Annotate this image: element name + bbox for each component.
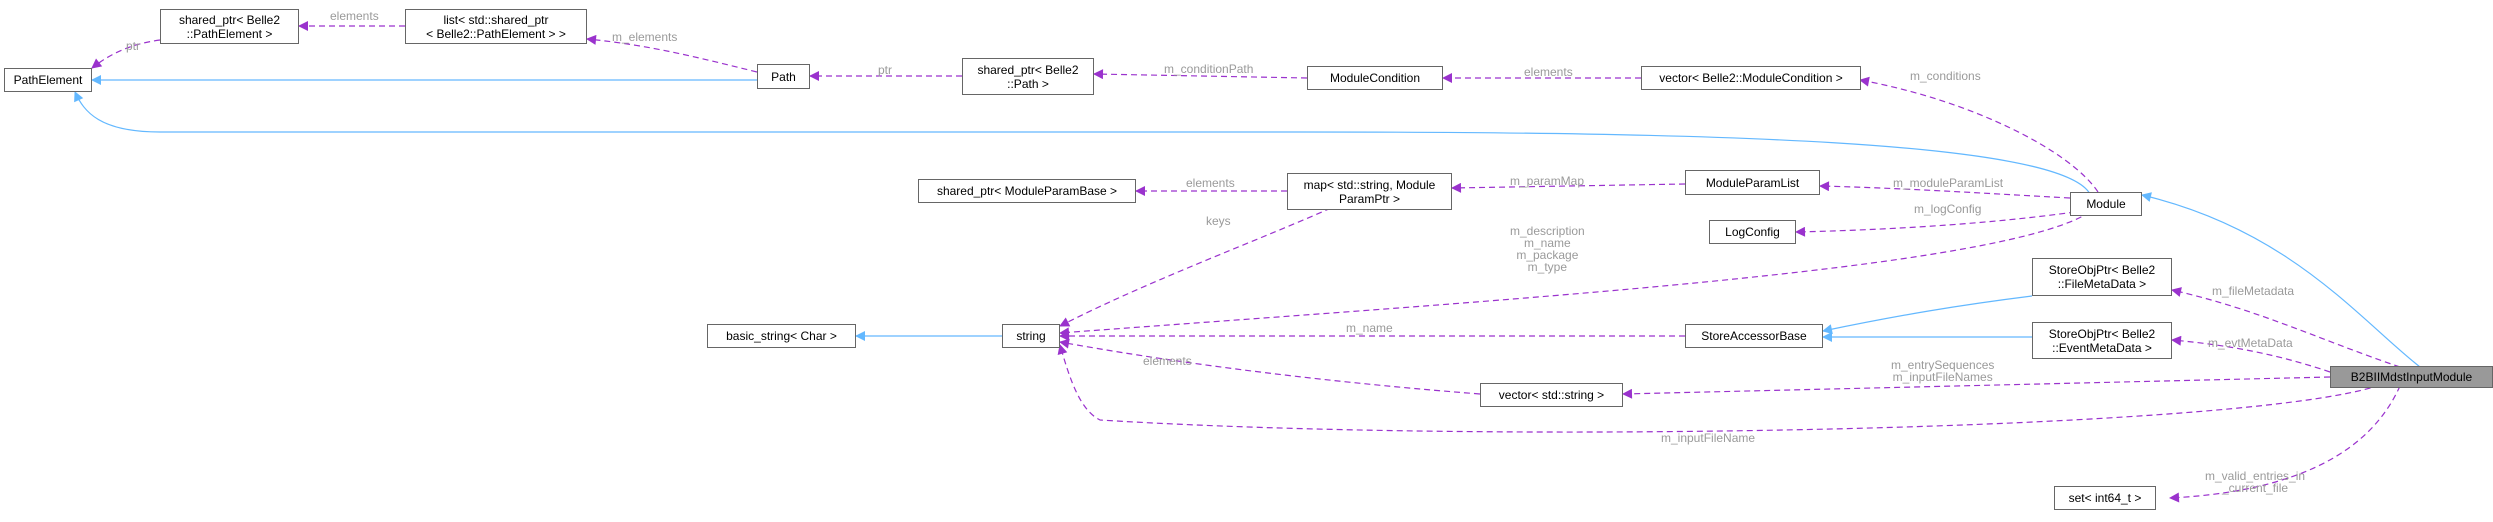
edge-map-to-string [1059,203,1341,327]
node-vector-string[interactable]: vector< std::string > [1480,383,1623,407]
node-basic-string-char[interactable]: basic_string< Char > [707,324,856,348]
label-ptr-pathelement: ptr [126,39,141,53]
label-elements-conditions: elements [1524,65,1573,79]
node-vector-modulecondition[interactable]: vector< Belle2::ModuleCondition > [1641,66,1861,90]
node-path[interactable]: Path [757,64,810,89]
label-m-inputfilename: m_inputFileName [1661,431,1756,445]
edge-vector-string-to-string [1059,338,1481,395]
label-ptr-path: ptr [878,63,893,77]
node-set-int64[interactable]: set< int64_t > [2054,486,2156,510]
node-storeobjptr-eventmetadata[interactable]: StoreObjPtr< Belle2 ::EventMetaData > [2032,322,2172,359]
node-shared-ptr-pathelement[interactable]: shared_ptr< Belle2 ::PathElement > [160,9,299,44]
node-list-shared-ptr-pathelement[interactable]: list< std::shared_ptr < Belle2::PathElem… [405,9,587,44]
node-module[interactable]: Module [2070,192,2142,216]
node-storeaccessorbase[interactable]: StoreAccessorBase [1685,324,1823,348]
label-elements-vector: elements [1143,354,1192,368]
node-modulecondition[interactable]: ModuleCondition [1307,66,1443,90]
edge-fileobj-to-storeaccessor [1822,295,2033,335]
label-elements-list: elements [330,9,379,23]
edge-b2bii-to-module [2141,192,2421,368]
edge-b2bii-to-string [1057,344,2381,433]
label-m-conditionpath: m_conditionPath [1164,62,1254,76]
node-storeobjptr-filemetadata[interactable]: StoreObjPtr< Belle2 ::FileMetaData > [2032,258,2172,296]
node-shared-ptr-path[interactable]: shared_ptr< Belle2 ::Path > [962,58,1094,95]
edge-b2bii-to-set [2169,385,2401,503]
node-b2biimdstinputmodule[interactable]: B2BIIMdstInputModule [2330,366,2493,388]
edge-module-to-vector-modulecondition [1859,76,2099,193]
edge-module-to-logconfig [1795,211,2076,237]
label-m-elements: m_elements [612,30,678,44]
node-string[interactable]: string [1002,324,1060,348]
edge-moduleparamlist-to-map [1451,182,1686,193]
label-m-conditions: m_conditions [1910,69,1981,83]
node-moduleparamlist[interactable]: ModuleParamList [1685,170,1820,195]
node-pathelement[interactable]: PathElement [4,68,92,92]
label-m-filemetadata: m_fileMetadata [2212,284,2295,298]
edge-module-to-moduleparamlist [1819,181,2071,199]
edge-module-to-string [1059,211,2091,338]
label-elements-paramptr: elements [1186,176,1235,190]
edge-b2bii-to-evtobj [2171,335,2331,373]
edge-b2bii-to-fileobj [2171,287,2401,368]
label-m-logconfig: m_logConfig [1914,202,1982,216]
label-m-evtmetadata: m_evtMetaData [2208,336,2293,350]
node-logconfig[interactable]: LogConfig [1709,220,1796,244]
edge-b2bii-to-vector-string [1622,376,2331,399]
label-m-valid-entries: m_valid_entries_in _current_file [2205,469,2306,495]
label-keys: keys [1206,214,1231,228]
label-m-name: m_name [1346,321,1393,335]
edge-modulecondition-to-shptr-path [1093,69,1308,80]
label-module-strings: m_description m_name m_package m_type [1510,224,1585,274]
label-m-parammap: m_paramMap [1510,174,1585,188]
label-m-moduleparamlist: m_moduleParamList [1893,176,2004,190]
node-shared-ptr-moduleparambase[interactable]: shared_ptr< ModuleParamBase > [918,179,1136,203]
node-map-string-moduleparamptr[interactable]: map< std::string, Module ParamPtr > [1287,173,1452,210]
edge-module-to-pathelement [74,91,2091,195]
label-entry-inputs: m_entrySequences m_inputFileNames [1891,358,1995,384]
edge-path-to-list [586,34,758,73]
